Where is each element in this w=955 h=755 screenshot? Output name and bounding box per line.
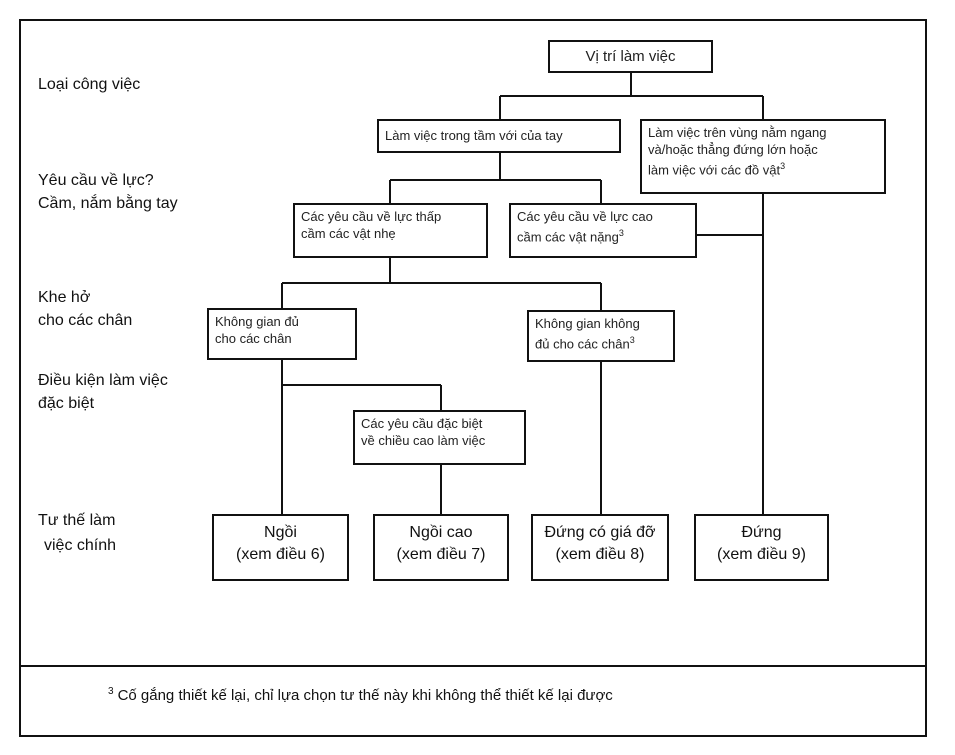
footnote-marker: 3 [108,686,114,697]
node-low-force: Các yêu cầu về lực thấp cầm các vật nhẹ [293,203,488,258]
outcome-stand-ref: (xem điều 9) [717,546,806,563]
label-force-2: Cầm, nắm bằng tay [38,195,178,212]
outer-frame [19,19,927,737]
label-force-1: Yêu cầu về lực? [38,172,154,189]
outcome-stand-support: Đứng có giá đỡ (xem điều 8) [531,514,669,581]
node-space-no: Không gian không đủ cho các chân3 [527,310,675,362]
footnote-ref: 3 [629,335,635,345]
outcome-stand: Đứng (xem điều 9) [694,514,829,581]
footnote-ref: 3 [780,161,786,171]
node-low-force-text-1: Các yêu cầu về lực thấp [301,209,442,224]
outcome-stand-support-ref: (xem điều 8) [555,546,645,563]
node-space-no-text-1: Không gian không [535,316,640,331]
node-special-height-text-2: về chiều cao làm việc [361,433,486,448]
outcome-high-sit-title: Ngồi cao [409,524,473,541]
node-high-force-text-1: Các yêu cầu về lực cao [517,209,653,224]
label-job-type: Loại công việc [38,76,141,93]
node-wide-text-3: làm việc với các đồ vật [648,162,781,178]
node-space-ok-text-1: Không gian đủ [215,314,299,329]
label-clearance-1: Khe hở [38,289,91,306]
node-space-ok: Không gian đủ cho các chân [207,308,357,360]
label-special-1: Điều kiện làm việc [38,372,168,389]
node-high-force-text-2: cầm các vật nặng [517,229,619,245]
outcome-stand-support-title: Đứng có giá đỡ [544,524,656,541]
outcome-high-sit: Ngồi cao (xem điều 7) [373,514,509,581]
node-space-ok-text-2: cho các chân [215,331,292,346]
node-root-text: Vị trí làm việc [585,48,676,65]
outcome-sit-title: Ngồi [264,524,297,541]
label-posture-1: Tư thế làm [38,512,116,529]
node-low-force-text-2: cầm các vật nhẹ [301,226,396,241]
footnote-ref: 3 [618,228,624,238]
node-wide-text-2: và/hoặc thẳng đứng lớn hoặc [648,142,818,157]
label-posture-2: việc chính [44,537,117,554]
node-special-height: Các yêu cầu đặc biệt về chiều cao làm vi… [353,410,526,465]
node-wide: Làm việc trên vùng nằm ngang và/hoặc thẳ… [640,119,886,194]
node-reach-text: Làm việc trong tầm với của tay [385,128,563,143]
label-clearance-2: cho các chân [38,312,133,329]
node-wide-text-1: Làm việc trên vùng nằm ngang [648,125,827,140]
outcome-sit: Ngồi (xem điều 6) [212,514,349,581]
node-root: Vị trí làm việc [548,40,713,73]
node-reach: Làm việc trong tầm với của tay [377,119,621,153]
outcome-high-sit-ref: (xem điều 7) [396,546,486,563]
outcome-sit-ref: (xem điều 6) [236,546,325,563]
node-space-no-text-2: đủ cho các chân [535,336,630,352]
node-high-force: Các yêu cầu về lực cao cầm các vật nặng3 [509,203,697,258]
outcome-stand-title: Đứng [741,524,782,541]
label-special-2: đặc biệt [38,395,95,412]
footnote-text: Cố gắng thiết kế lại, chỉ lựa chọn tư th… [117,687,613,704]
node-special-height-text-1: Các yêu cầu đặc biệt [361,416,483,431]
